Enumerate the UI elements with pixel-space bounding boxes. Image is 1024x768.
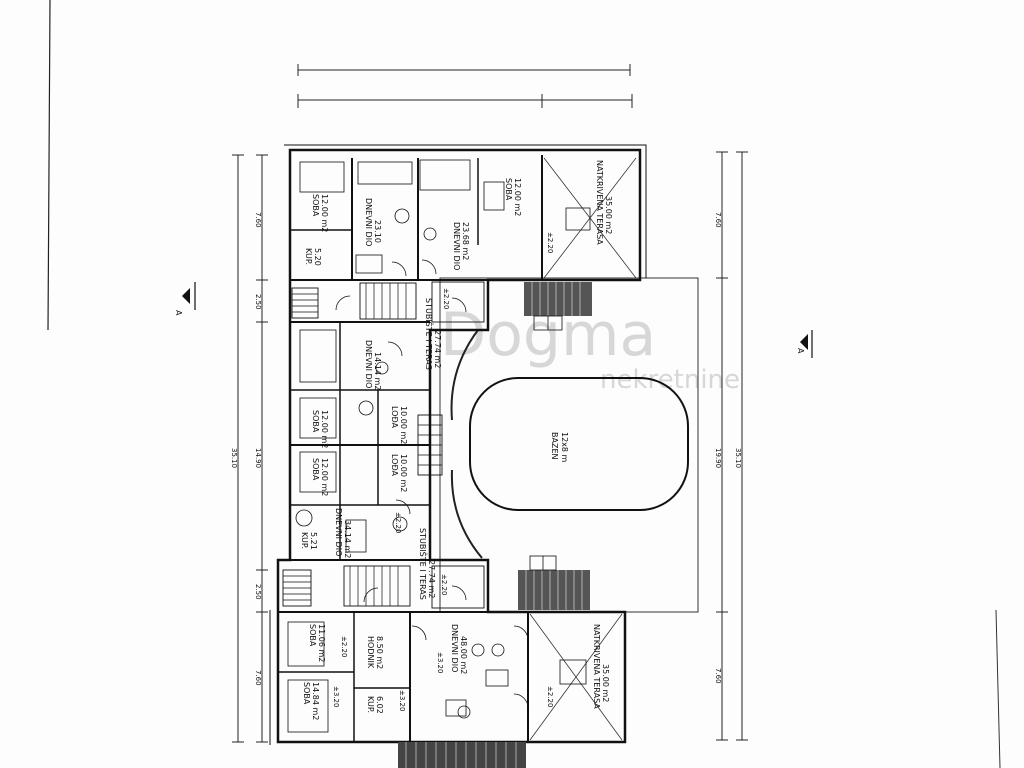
right-dimension-lines (716, 151, 748, 741)
room-name: DNEVNI DIO (450, 624, 459, 672)
room-area: 12.00 m2 (320, 410, 329, 448)
building-walls (269, 144, 647, 745)
dim-left-bot: 7.60 (254, 670, 262, 686)
section-marker-left: A (174, 282, 196, 316)
level-mark: ±3.20 (436, 652, 444, 673)
bazen-size: 12x8 m (560, 432, 569, 463)
room-area: 14.84 m2 (311, 682, 320, 720)
pool-outline (469, 377, 689, 511)
room-name: NATKRIVENA TERASA (595, 160, 604, 245)
room-name: SOBA (311, 458, 320, 481)
room-name: DNEVNI DIO (452, 222, 461, 270)
room-area: 23.68 m2 (461, 222, 470, 260)
room-name: SOBA (311, 410, 320, 433)
level-mark: ±3.20 (398, 690, 406, 711)
scan-margin-line (995, 609, 1001, 768)
room-name: KUP. (300, 532, 309, 549)
dim-left-inner: 14.90 (254, 448, 262, 468)
dim-right-top: 7.60 (714, 212, 722, 228)
room-area: 23.10 (373, 220, 382, 243)
pool-ladders (529, 315, 563, 571)
level-markers: ±2.20 ±2.20 ±2.20 ±2.20 ±2.20 ±3.20 ±3.2… (332, 232, 554, 711)
room-area: 11.06 m2 (317, 624, 326, 662)
dimension-labels: 35.10 14.90 7.60 2.50 2.50 7.60 19.90 35… (230, 212, 742, 686)
room-area: 14.14 m2 (373, 352, 382, 390)
room-name: SOBA (504, 178, 513, 201)
level-mark: ±2.20 (440, 574, 448, 595)
room-labels: SOBA 12.00 m2 DNEVNI DIO 23.10 KUP. 5.20… (300, 160, 613, 720)
dim-right-outer: 35.10 (734, 448, 742, 468)
level-mark: ±2.20 (442, 288, 450, 309)
room-name: KUP. (304, 248, 313, 265)
room-area: 35.00 m2 (604, 196, 613, 234)
door-swings (335, 259, 529, 709)
room-name: LOĐA (390, 406, 399, 429)
level-mark: ±2.20 (394, 512, 402, 533)
section-marker-right: A (796, 330, 813, 358)
room-area: 34.14 m2 (343, 520, 352, 558)
dim-left-mid-bot: 2.50 (254, 584, 262, 600)
room-name: KUP. (366, 696, 375, 713)
level-mark: ±2.20 (546, 232, 554, 253)
level-mark: ±2.20 (340, 636, 348, 657)
exterior-steps (398, 282, 592, 768)
dim-right-inner: 19.90 (714, 448, 722, 468)
level-mark: ±3.20 (332, 686, 340, 707)
room-name: SOBA (302, 682, 311, 705)
dim-left-top: 7.60 (254, 212, 262, 228)
room-name: LOĐA (390, 454, 399, 477)
dim-right-bot: 7.60 (714, 668, 722, 684)
room-name: DNEVNI DIO (364, 198, 373, 246)
room-name: NATKRIVENA TERASA (592, 624, 601, 709)
room-area: 10.00 m2 (399, 406, 408, 444)
room-name: SOBA (308, 624, 317, 647)
room-area: 48.00 m2 (459, 636, 468, 674)
furniture (287, 159, 591, 733)
room-name: STUBIŠTE I TERAS (424, 298, 435, 370)
room-name: DNEVNI DIO (334, 508, 343, 556)
room-area: 27.74 m2 (433, 330, 442, 368)
room-area: 35.00 m2 (601, 664, 610, 702)
watermark-sub: nekretnine (600, 365, 740, 395)
room-name: HODNIK (366, 636, 375, 669)
stair-treads (283, 283, 442, 606)
room-area: 6.02 (375, 696, 384, 714)
top-dimension-lines (297, 64, 633, 108)
room-name: STUBIŠTE I TERAS (418, 528, 429, 600)
courtyard-wall-curve (450, 329, 479, 421)
section-mark-right-label: A (796, 348, 805, 354)
room-area: 5.20 (313, 248, 322, 266)
scan-margin-line (47, 0, 51, 331)
room-area: 12.00 m2 (513, 178, 522, 216)
room-area: 10.00 m2 (399, 454, 408, 492)
room-name: SOBA (311, 194, 320, 217)
room-area: 12.00 m2 (320, 194, 329, 232)
room-area: 8.50 m2 (375, 636, 384, 669)
room-area: 27.74 m2 (427, 560, 436, 598)
room-name: DNEVNI DIO (364, 340, 373, 388)
left-dimension-lines (232, 154, 268, 743)
bazen-label: BAZEN (550, 432, 559, 459)
section-mark-left-label: A (174, 310, 183, 316)
level-mark: ±2.20 (546, 686, 554, 707)
dim-left-mid-top: 2.50 (254, 294, 262, 310)
terrace-hatch (529, 157, 637, 741)
room-area: 12.00 m2 (320, 458, 329, 496)
courtyard-wall-curve (450, 469, 483, 559)
dim-left-outer: 35.10 (230, 448, 238, 468)
room-area: 5.21 (309, 532, 318, 550)
step-lines (405, 282, 583, 768)
